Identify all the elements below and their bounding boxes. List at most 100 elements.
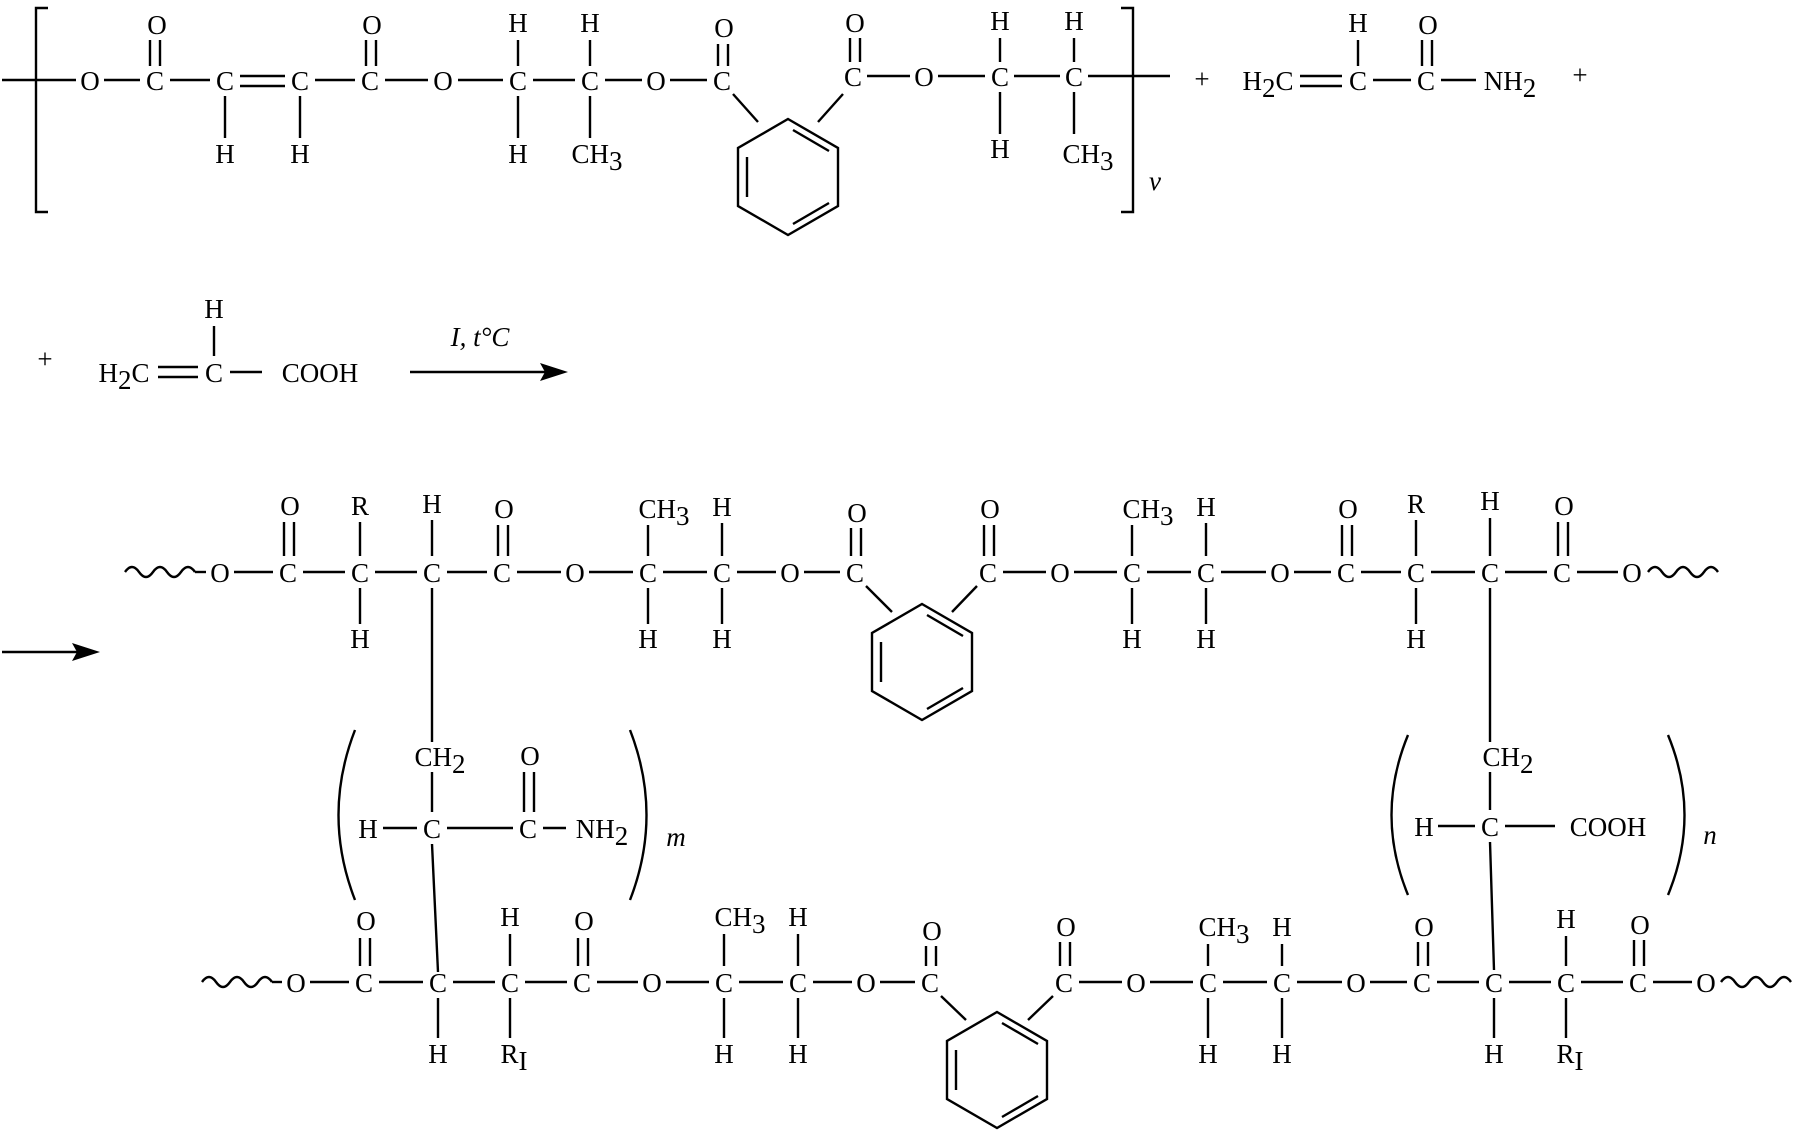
atom-c: C [991, 62, 1009, 92]
atom-c: C [1413, 968, 1431, 998]
atom-c: C [1557, 968, 1575, 998]
atom-o: O [1126, 968, 1146, 998]
atom-c: C [1485, 968, 1503, 998]
atom-c: C [1481, 812, 1499, 842]
atom-h: H [1064, 6, 1084, 36]
atom-h: H [1414, 812, 1434, 842]
atom-o: O [362, 10, 382, 40]
atom-o: O [520, 741, 540, 771]
atom-r: R [1407, 489, 1425, 519]
atom-o: O [1696, 968, 1716, 998]
atom-o: O [210, 558, 230, 588]
atom-h: H [1484, 1039, 1504, 1069]
paren-right [1666, 734, 1686, 896]
atom-c: C [205, 358, 223, 388]
atom-c: C [351, 558, 369, 588]
atom-o: O [780, 558, 800, 588]
atom-o: O [914, 62, 934, 92]
atom-c: C [1481, 558, 1499, 588]
atom-h: H [1556, 904, 1576, 934]
atom-r: R [351, 491, 369, 521]
atom-h: H [358, 814, 378, 844]
atom-c: C [291, 66, 309, 96]
atom-h: H [428, 1039, 448, 1069]
paren-right [628, 729, 648, 901]
acrylic-acid: H2C C H COOH [98, 294, 358, 395]
group-ch2: CH2 [1482, 742, 1533, 779]
atom-c: C [639, 558, 657, 588]
atom-o: O [1630, 910, 1650, 940]
atom-o: O [147, 10, 167, 40]
atom-c: C [146, 66, 164, 96]
atom-o: O [1414, 912, 1434, 942]
atom-c: C [493, 558, 511, 588]
atom-h: H [1406, 624, 1426, 654]
atom-h: H [508, 139, 528, 169]
atom-c: C [979, 558, 997, 588]
atom-h: H [500, 902, 520, 932]
atom-c: C [1199, 968, 1217, 998]
plus-sign: + [37, 344, 52, 374]
atom-o: O [356, 906, 376, 936]
atom-o: O [280, 491, 300, 521]
atom-c: C [216, 66, 234, 96]
atom-c: C [519, 814, 537, 844]
group-cooh: COOH [282, 358, 359, 388]
atom-c: C [1417, 66, 1435, 96]
atom-o: O [565, 558, 585, 588]
atom-c: C [1407, 558, 1425, 588]
atom-c: C [361, 66, 379, 96]
atom-h: H [290, 139, 310, 169]
atom-c: C [921, 968, 939, 998]
atom-c: C [1273, 968, 1291, 998]
plus-sign: + [1194, 64, 1209, 94]
atom-o: O [433, 66, 453, 96]
atom-h: H [350, 624, 370, 654]
acrylic-acid-graft: n CH2 H C COOH [1390, 588, 1717, 971]
group-ch2: CH2 [414, 742, 465, 779]
paren-left [337, 729, 357, 901]
atom-h: H [712, 624, 732, 654]
atom-c: C [789, 968, 807, 998]
atom-h: H [1196, 624, 1216, 654]
atom-o: O [286, 968, 306, 998]
atom-o: O [847, 498, 867, 528]
plus-sign: + [1572, 60, 1587, 90]
atom-o: O [646, 66, 666, 96]
repeat-index-v: v [1149, 166, 1161, 196]
atom-c: C [1337, 558, 1355, 588]
atom-o: O [80, 66, 100, 96]
group-h2c: H2C [1242, 66, 1293, 103]
group-ch3: CH3 [638, 494, 689, 531]
atom-o: O [1056, 912, 1076, 942]
atom-o: O [1554, 491, 1574, 521]
group-ch3: CH3 [571, 139, 622, 176]
atom-c: C [279, 558, 297, 588]
group-ch3: CH3 [714, 902, 765, 939]
paren-left [1390, 734, 1410, 896]
group-ch3: CH3 [1122, 494, 1173, 531]
atom-r1: RI [500, 1039, 527, 1076]
atom-o: O [642, 968, 662, 998]
atom-o: O [1622, 558, 1642, 588]
atom-h: H [1480, 486, 1500, 516]
group-nh2: NH2 [576, 814, 629, 851]
atom-h: H [1198, 1039, 1218, 1069]
atom-o: O [1346, 968, 1366, 998]
atom-o: O [856, 968, 876, 998]
atom-c: C [1197, 558, 1215, 588]
atom-o: O [1270, 558, 1290, 588]
atom-h: H [990, 134, 1010, 164]
group-h2c: H2C [98, 358, 149, 395]
product-arrow [2, 643, 100, 661]
atom-c: C [1553, 558, 1571, 588]
atom-o: O [494, 494, 514, 524]
bracket-right [1121, 6, 1135, 214]
atom-h: H [638, 624, 658, 654]
reaction-arrow: I, t°C [410, 322, 568, 381]
product-upper-chain: O C O C R H C H C O O C CH3 H C H H O C … [123, 486, 1720, 722]
atom-o: O [574, 906, 594, 936]
atom-c: C [1055, 968, 1073, 998]
atom-c: C [423, 558, 441, 588]
bracket-left [34, 6, 48, 214]
